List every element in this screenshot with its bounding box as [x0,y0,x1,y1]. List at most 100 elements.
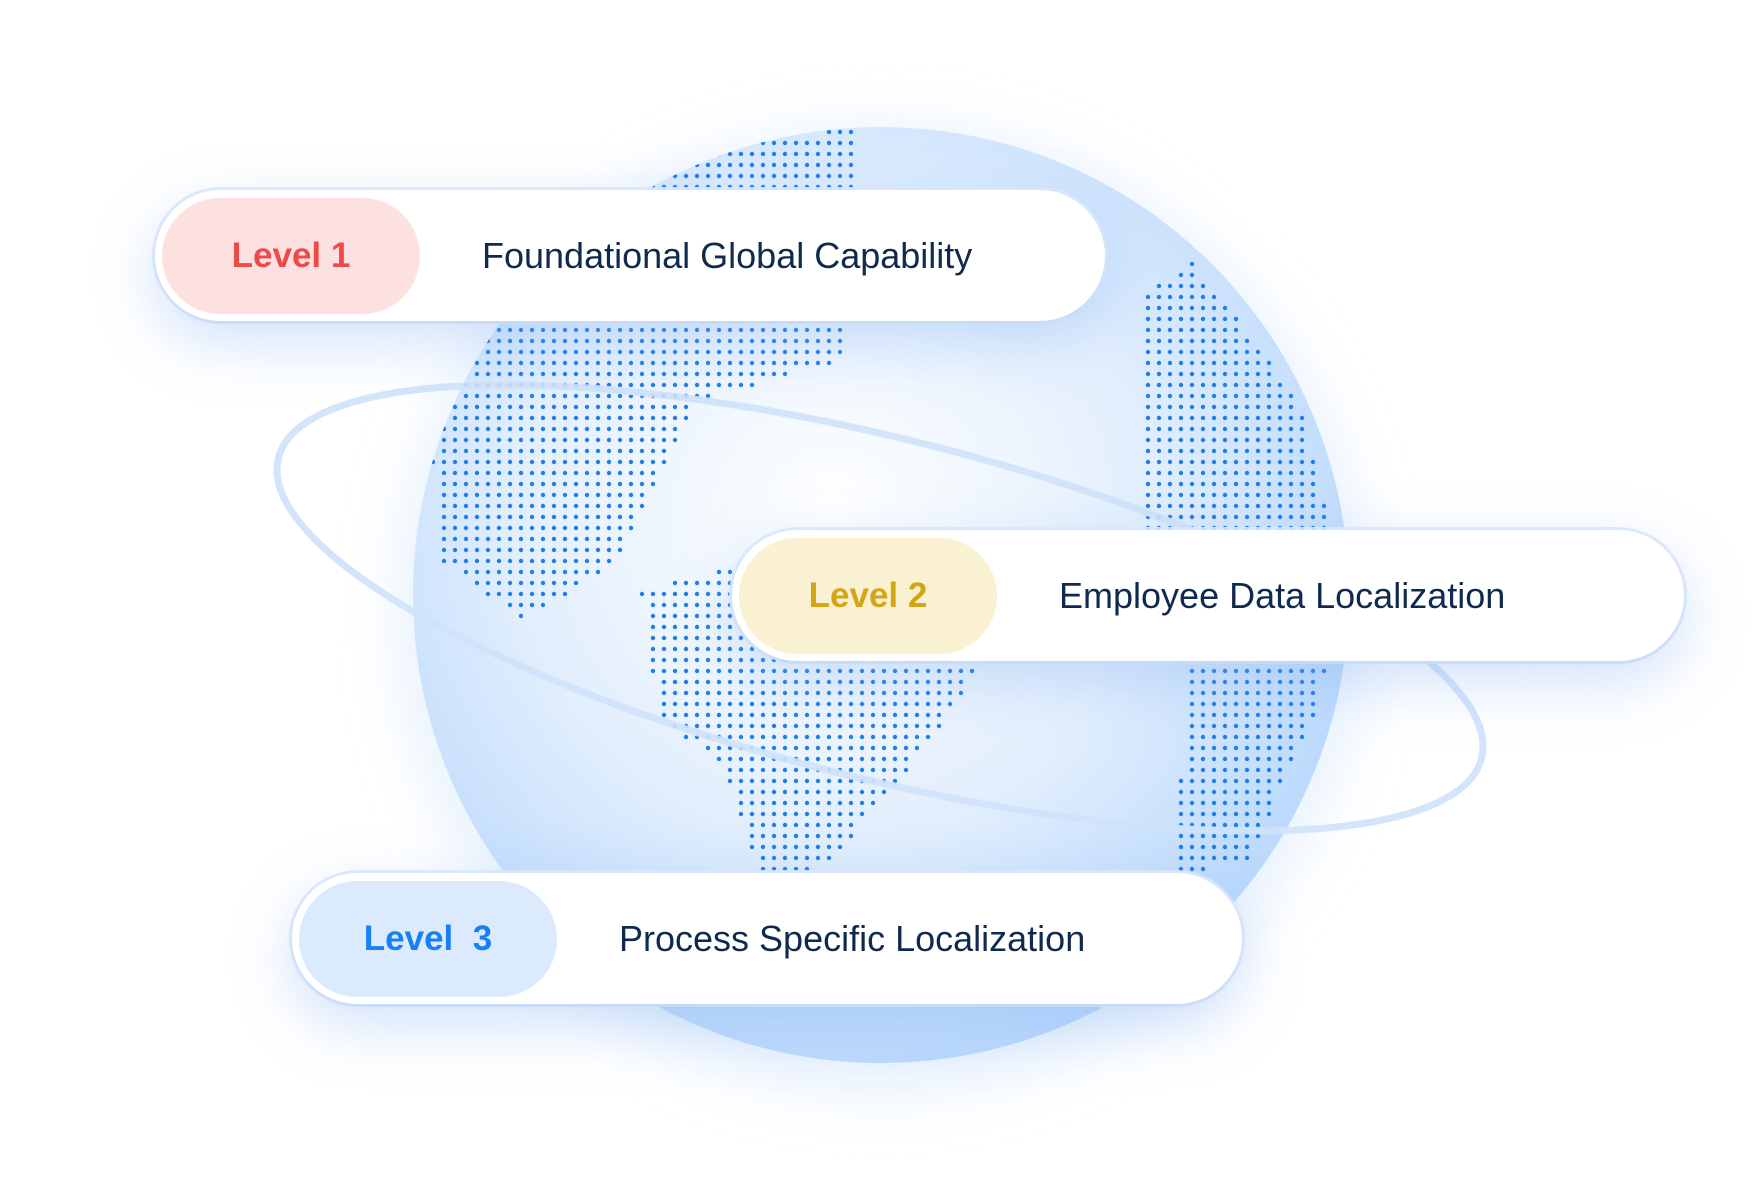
continent-dot [727,184,733,190]
continent-dot [870,712,876,718]
continent-dot [507,503,513,509]
continent-dot [595,393,601,399]
continent-dot [496,470,502,476]
continent-dot [771,162,777,168]
continent-dot [793,811,799,817]
continent-dot [1244,481,1250,487]
continent-dot [1266,723,1272,729]
continent-dot [749,690,755,696]
continent-dot [1277,712,1283,718]
continent-dot [1233,371,1239,377]
continent-dot [1277,448,1283,454]
continent-dot [694,624,700,630]
continent-dot [441,514,447,520]
continent-dot [1288,525,1294,531]
continent-dot [826,140,832,146]
continent-dot [694,349,700,355]
continent-dot [804,734,810,740]
continent-dot [672,602,678,608]
continent-dot [507,459,513,465]
continent-dot [815,327,821,333]
continent-dot [826,129,832,135]
continent-dot [760,778,766,784]
continent-dot [672,668,678,674]
continent-dot [892,756,898,762]
continent-dot [1189,855,1195,861]
continent-dot [1145,305,1151,311]
continent-dot [837,690,843,696]
continent-dot [892,690,898,696]
continent-dot [804,844,810,850]
continent-dot [606,404,612,410]
continent-dot [650,470,656,476]
continent-dot [1299,690,1305,696]
continent-dot [617,459,623,465]
continent-dot [1167,525,1173,531]
continent-dot [452,481,458,487]
continent-dot [584,569,590,575]
continent-dot [1233,789,1239,795]
continent-dot [760,690,766,696]
continent-dot [826,360,832,366]
continent-dot [1233,338,1239,344]
continent-dot [474,580,480,586]
continent-dot [463,492,469,498]
continent-dot [1222,833,1228,839]
continent-dot [1244,349,1250,355]
continent-dot [1222,481,1228,487]
continent-dot [1244,514,1250,520]
continent-dot [782,360,788,366]
continent-dot [639,338,645,344]
continent-dot [661,591,667,597]
continent-dot [837,844,843,850]
continent-dot [881,701,887,707]
continent-dot [738,184,744,190]
continent-dot [859,756,865,762]
continent-dot [782,349,788,355]
continent-dot [760,855,766,861]
continent-dot [1167,503,1173,509]
continent-dot [507,569,513,575]
continent-dot [518,371,524,377]
continent-dot [672,426,678,432]
continent-dot [452,525,458,531]
continent-dot [1244,459,1250,465]
continent-dot [683,668,689,674]
continent-dot [1255,360,1261,366]
continent-dot [474,415,480,421]
continent-dot [815,679,821,685]
continent-dot [727,569,733,575]
continent-dot [595,360,601,366]
continent-dot [1145,415,1151,421]
continent-dot [727,591,733,597]
continent-dot [540,514,546,520]
continent-dot [914,723,920,729]
continent-dot [463,558,469,564]
continent-dot [661,646,667,652]
continent-dot [782,173,788,179]
continent-dot [1222,316,1228,322]
continent-dot [650,184,656,190]
continent-dot [485,349,491,355]
continent-dot [507,580,513,586]
continent-dot [1178,272,1184,278]
continent-dot [826,778,832,784]
continent-dot [1200,679,1206,685]
continent-dot [782,844,788,850]
continent-dot [815,360,821,366]
continent-dot [716,151,722,157]
continent-dot [804,327,810,333]
continent-dot [694,140,700,146]
continent-dot [573,426,579,432]
continent-dot [782,822,788,828]
continent-dot [727,613,733,619]
continent-dot [705,162,711,168]
continent-dot [1266,503,1272,509]
continent-dot [529,569,535,575]
continent-dot [485,448,491,454]
continent-dot [650,624,656,630]
continent-dot [540,448,546,454]
continent-dot [859,712,865,718]
continent-dot [738,811,744,817]
continent-dot [1211,668,1217,674]
